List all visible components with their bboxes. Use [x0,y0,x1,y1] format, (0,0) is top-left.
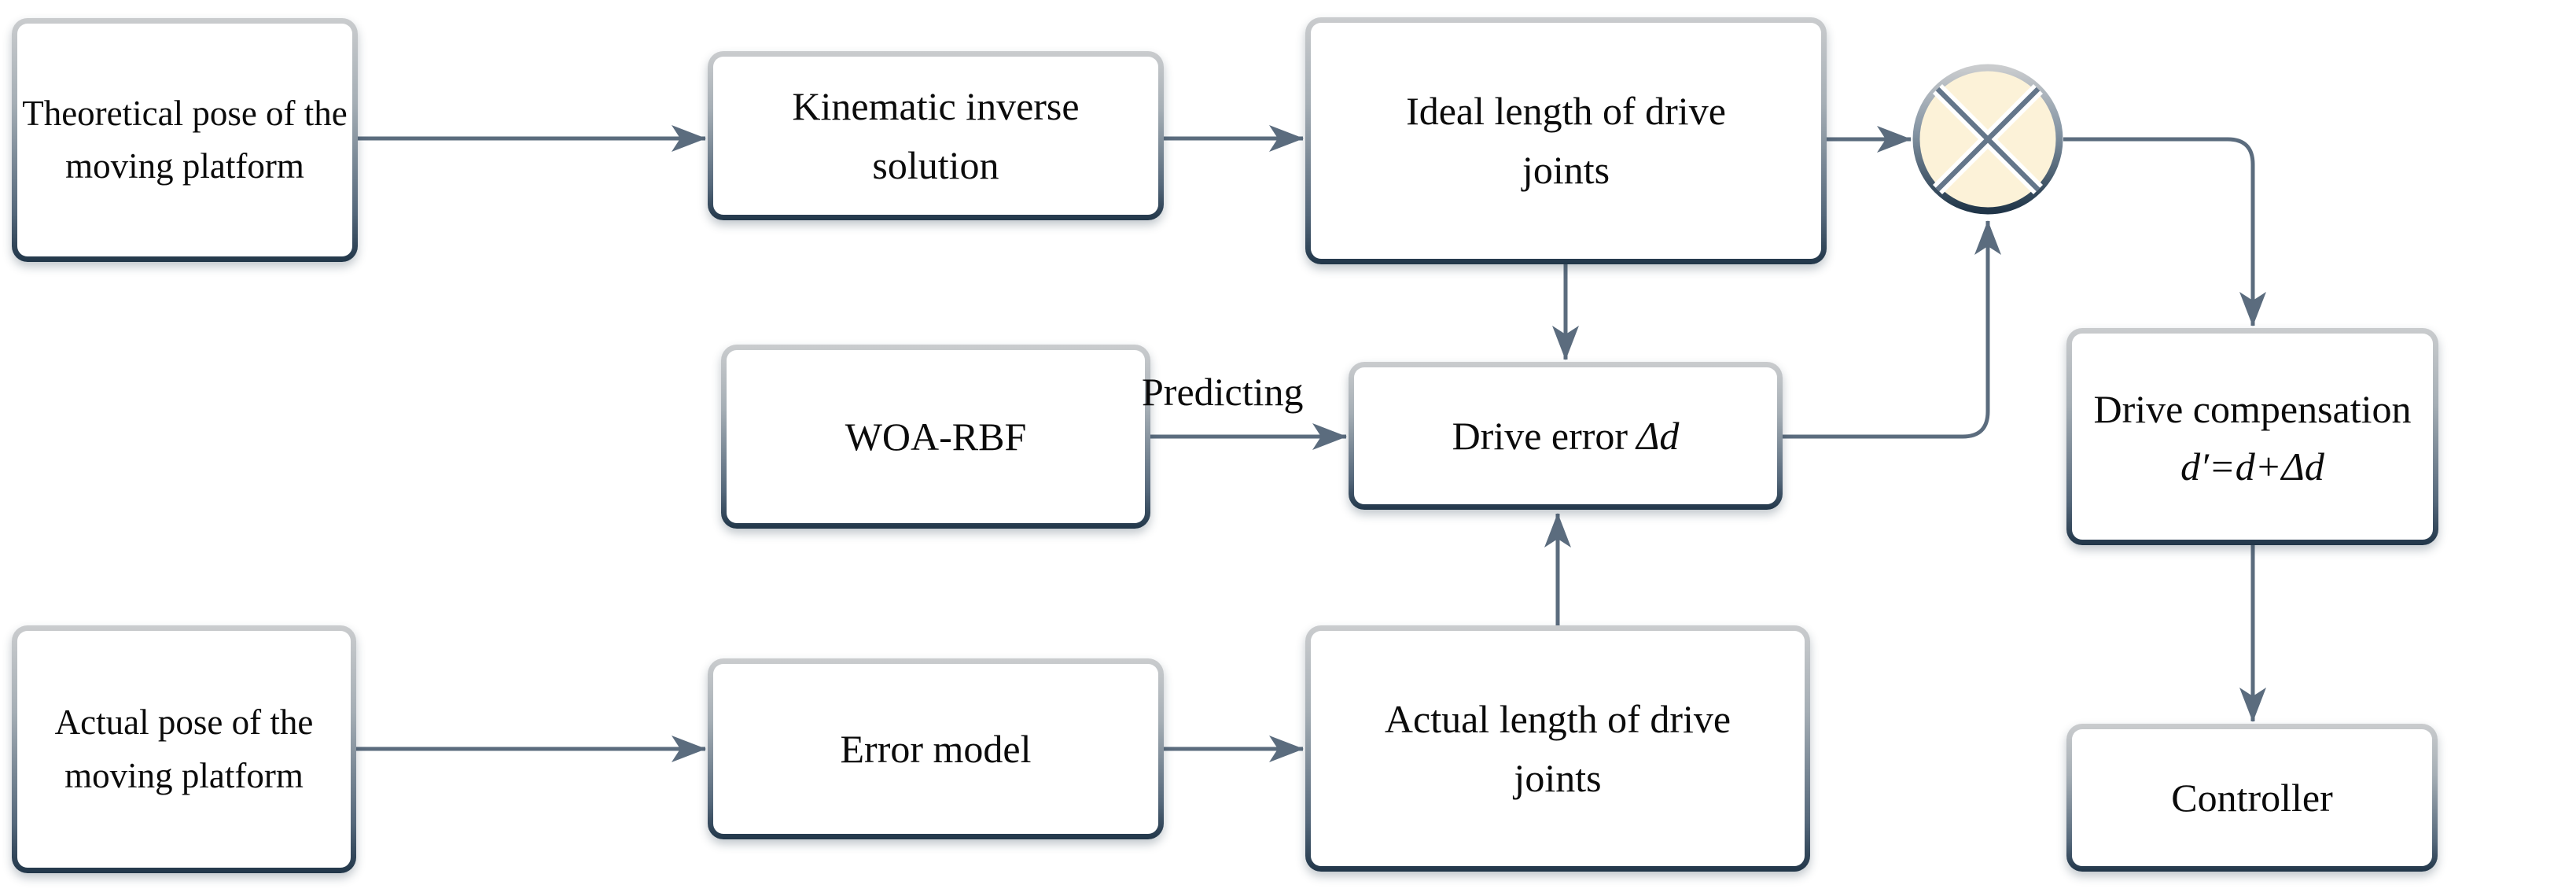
node-woa-rbf: WOA-RBF [721,345,1150,529]
node-controller: Controller [2066,724,2438,872]
node-label: Ideal length of drive [1406,89,1726,133]
node-kinematic-inverse-solution: Kinematic inverse solution [708,51,1164,220]
drive-error-text: Drive error [1452,413,1628,458]
node-label: Actual length of drive [1384,696,1731,741]
node-label: joints [1514,755,1602,800]
edge-label-predicting: Predicting [1142,370,1304,414]
node-label: joints [1522,148,1610,192]
node-theoretical-pose: Theoretical pose of the moving platform [12,18,358,262]
edge-junction-to-compensation [2063,137,2266,326]
node-label: solution [872,142,999,187]
drive-error-symbol: Δd [1636,413,1680,458]
node-label: Actual pose of the [54,702,314,742]
edge-drive-error-to-junction [1783,220,2001,439]
node-label: WOA-RBF [845,414,1027,459]
node-ideal-length: Ideal length of drive joints [1305,17,1827,264]
node-label: Drive compensation [2093,386,2412,431]
node-actual-length: Actual length of drive joints [1305,625,1810,872]
node-label: Theoretical pose of the [22,93,348,133]
node-label: Kinematic inverse [792,83,1080,128]
node-label: Controller [2171,775,2333,820]
node-error-model: Error model [708,658,1164,839]
node-label: moving platform [64,755,304,795]
node-label: moving platform [65,146,304,186]
node-actual-pose: Actual pose of the moving platform [12,625,356,873]
compensation-formula: d′=d+Δd [2180,444,2324,489]
node-label: Error model [840,726,1032,771]
circle-x-junction-icon [1912,64,2063,215]
node-drive-compensation: Drive compensation d′=d+Δd [2066,328,2438,545]
